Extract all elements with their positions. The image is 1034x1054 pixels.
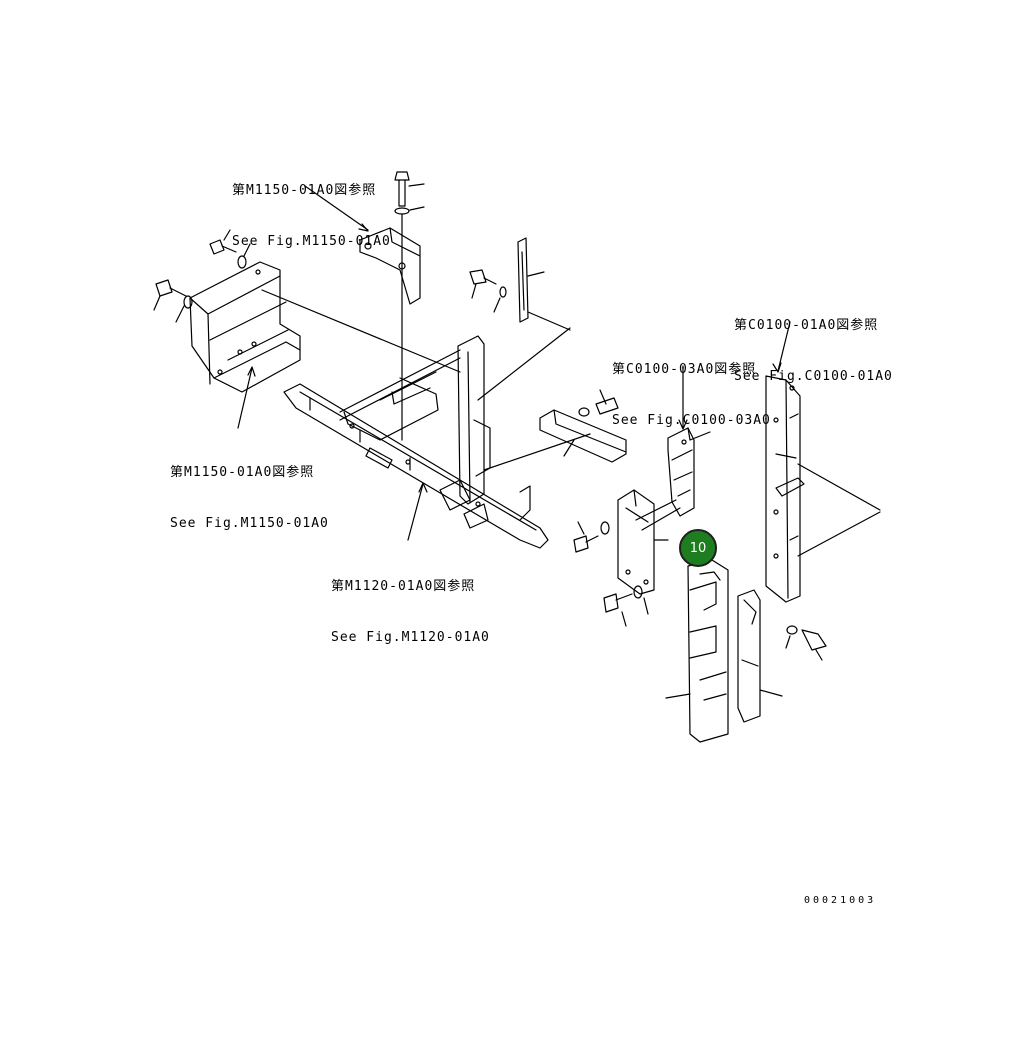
reference-en: See Fig.C0100-01A0 <box>734 369 893 384</box>
cover-plate <box>539 389 627 463</box>
top-bracket <box>359 171 425 441</box>
reference-jp: 第C0100-03A0図参照 <box>612 362 757 377</box>
left-bracket-box <box>153 229 301 393</box>
reference-jp: 第M1150-01A0図参照 <box>232 183 377 198</box>
reference-leaders <box>237 185 791 541</box>
reference-label-c0100-03: 第C0100-03A0図参照 See Fig.C0100-03A0 <box>612 327 771 463</box>
tall-right-bracket <box>765 375 881 603</box>
reference-jp: 第M1150-01A0図参照 <box>170 465 315 480</box>
reference-jp: 第M1120-01A0図参照 <box>331 579 476 594</box>
reference-label-m1150-left: 第M1150-01A0図参照 See Fig.M1150-01A0 <box>170 430 329 566</box>
reference-en: See Fig.M1150-01A0 <box>170 516 329 531</box>
reference-label-m1150-top: 第M1150-01A0図参照 See Fig.M1150-01A0 <box>232 148 391 284</box>
center-right-bracket <box>573 427 711 627</box>
reference-label-c0100-01: 第C0100-01A0図参照 See Fig.C0100-01A0 <box>734 283 893 419</box>
main-frame <box>261 289 591 549</box>
bottom-panels <box>665 559 827 743</box>
reference-en: See Fig.M1150-01A0 <box>232 234 391 249</box>
reference-en: See Fig.M1120-01A0 <box>331 630 490 645</box>
reference-en: See Fig.C0100-03A0 <box>612 413 771 428</box>
reference-jp: 第C0100-01A0図参照 <box>734 318 879 333</box>
part-callout-badge[interactable]: 10 <box>679 529 717 567</box>
drawing-number: 00021003 <box>804 895 877 906</box>
reference-label-m1120: 第M1120-01A0図参照 See Fig.M1120-01A0 <box>331 544 490 680</box>
part-callout-number: 10 <box>689 540 707 556</box>
vertical-strap <box>469 237 571 331</box>
